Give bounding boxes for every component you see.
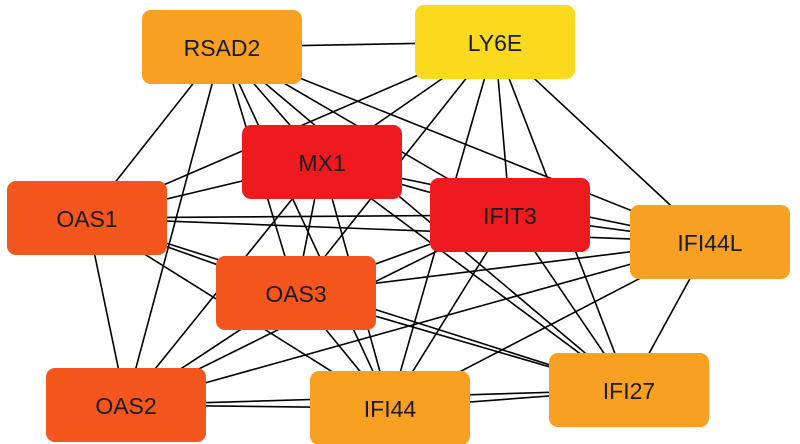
node-label: OAS1 (56, 206, 117, 232)
node-box (630, 205, 790, 279)
node-ifi44[interactable]: IFI44 (310, 371, 470, 444)
node-label: LY6E (468, 30, 523, 56)
edge-ifi44l-oas2 (125, 241, 711, 406)
node-mx1[interactable]: MX1 (242, 125, 402, 199)
node-rsad2[interactable]: RSAD2 (142, 10, 302, 84)
node-ifit3[interactable]: IFIT3 (430, 178, 590, 252)
node-box (216, 256, 376, 330)
node-ifi44l[interactable]: IFI44L (630, 205, 790, 279)
node-oas2[interactable]: OAS2 (46, 368, 206, 442)
node-oas1[interactable]: OAS1 (7, 181, 167, 255)
edge-mx1-ifi27 (321, 161, 630, 391)
node-box (7, 181, 167, 255)
edge-rsad2-oas2 (125, 46, 223, 406)
node-label: IFI27 (603, 378, 655, 404)
node-box (242, 125, 402, 199)
node-box (142, 10, 302, 84)
node-label: MX1 (298, 150, 345, 176)
node-oas3[interactable]: OAS3 (216, 256, 376, 330)
node-label: RSAD2 (184, 35, 261, 61)
node-label: IFI44L (677, 230, 742, 256)
edge-rsad2-ifi44 (221, 46, 391, 409)
node-label: IFI44 (364, 396, 417, 422)
node-ifi27[interactable]: IFI27 (549, 353, 709, 427)
edge-oas1-ifi44l (86, 217, 711, 243)
node-label: OAS2 (95, 393, 156, 419)
node-label: IFIT3 (483, 203, 537, 229)
node-label: OAS3 (265, 281, 326, 307)
node-box (430, 178, 590, 252)
node-ly6e[interactable]: LY6E (415, 5, 575, 79)
node-box (549, 353, 709, 427)
node-box (46, 368, 206, 442)
node-box (310, 371, 470, 444)
node-box (415, 5, 575, 79)
edge-rsad2-ifi27 (221, 46, 630, 391)
